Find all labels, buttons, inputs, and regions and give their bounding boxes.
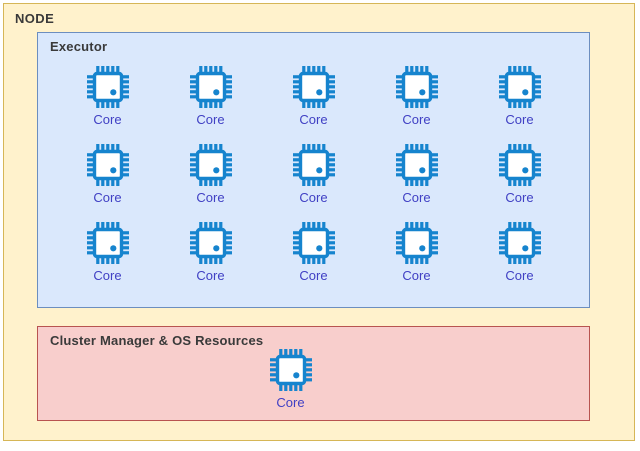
core-cell: Core [159,57,262,135]
core-cell: Core [365,135,468,213]
core-label: Core [93,268,122,283]
cluster-manager-box: Cluster Manager & OS Resources Core [37,326,590,421]
core-label: Core [93,190,122,205]
core-label: Core [196,190,225,205]
core-cell: Core [56,213,159,291]
core-label: Core [505,190,534,205]
core-label: Core [505,268,534,283]
executor-title: Executor [50,39,108,54]
core-label: Core [196,112,225,127]
core-label: Core [299,112,328,127]
chip-icon [292,65,336,109]
core-cell: Core [365,213,468,291]
core-cell: Core [262,57,365,135]
cluster-core-row: Core [38,348,589,410]
chip-icon [498,143,542,187]
chip-icon [86,143,130,187]
core-cell: Core [468,213,571,291]
core-label: Core [402,268,431,283]
cluster-manager-title: Cluster Manager & OS Resources [50,333,264,348]
core-label: Core [402,190,431,205]
chip-icon [395,221,439,265]
node-title: NODE [15,11,55,26]
core-cell: Core [56,135,159,213]
core-label: Core [93,112,122,127]
core-cell: Core [262,213,365,291]
core-cell: Core [365,57,468,135]
chip-icon [498,221,542,265]
core-cell: Core [269,348,313,410]
core-cell: Core [159,135,262,213]
node-box: NODE Executor Core Core Core Core Core [3,3,635,441]
core-label: Core [299,190,328,205]
core-label: Core [276,395,305,410]
chip-icon [395,65,439,109]
core-cell: Core [262,135,365,213]
core-cell: Core [468,135,571,213]
chip-icon [86,221,130,265]
chip-icon [292,221,336,265]
core-label: Core [196,268,225,283]
chip-icon [498,65,542,109]
chip-icon [189,221,233,265]
executor-core-grid: Core Core Core Core Core Core [38,57,589,307]
chip-icon [395,143,439,187]
core-cell: Core [468,57,571,135]
executor-box: Executor Core Core Core Core Core [37,32,590,308]
chip-icon [189,65,233,109]
chip-icon [269,348,313,392]
core-cell: Core [159,213,262,291]
core-label: Core [402,112,431,127]
chip-icon [86,65,130,109]
core-cell: Core [56,57,159,135]
core-label: Core [505,112,534,127]
chip-icon [292,143,336,187]
chip-icon [189,143,233,187]
core-label: Core [299,268,328,283]
